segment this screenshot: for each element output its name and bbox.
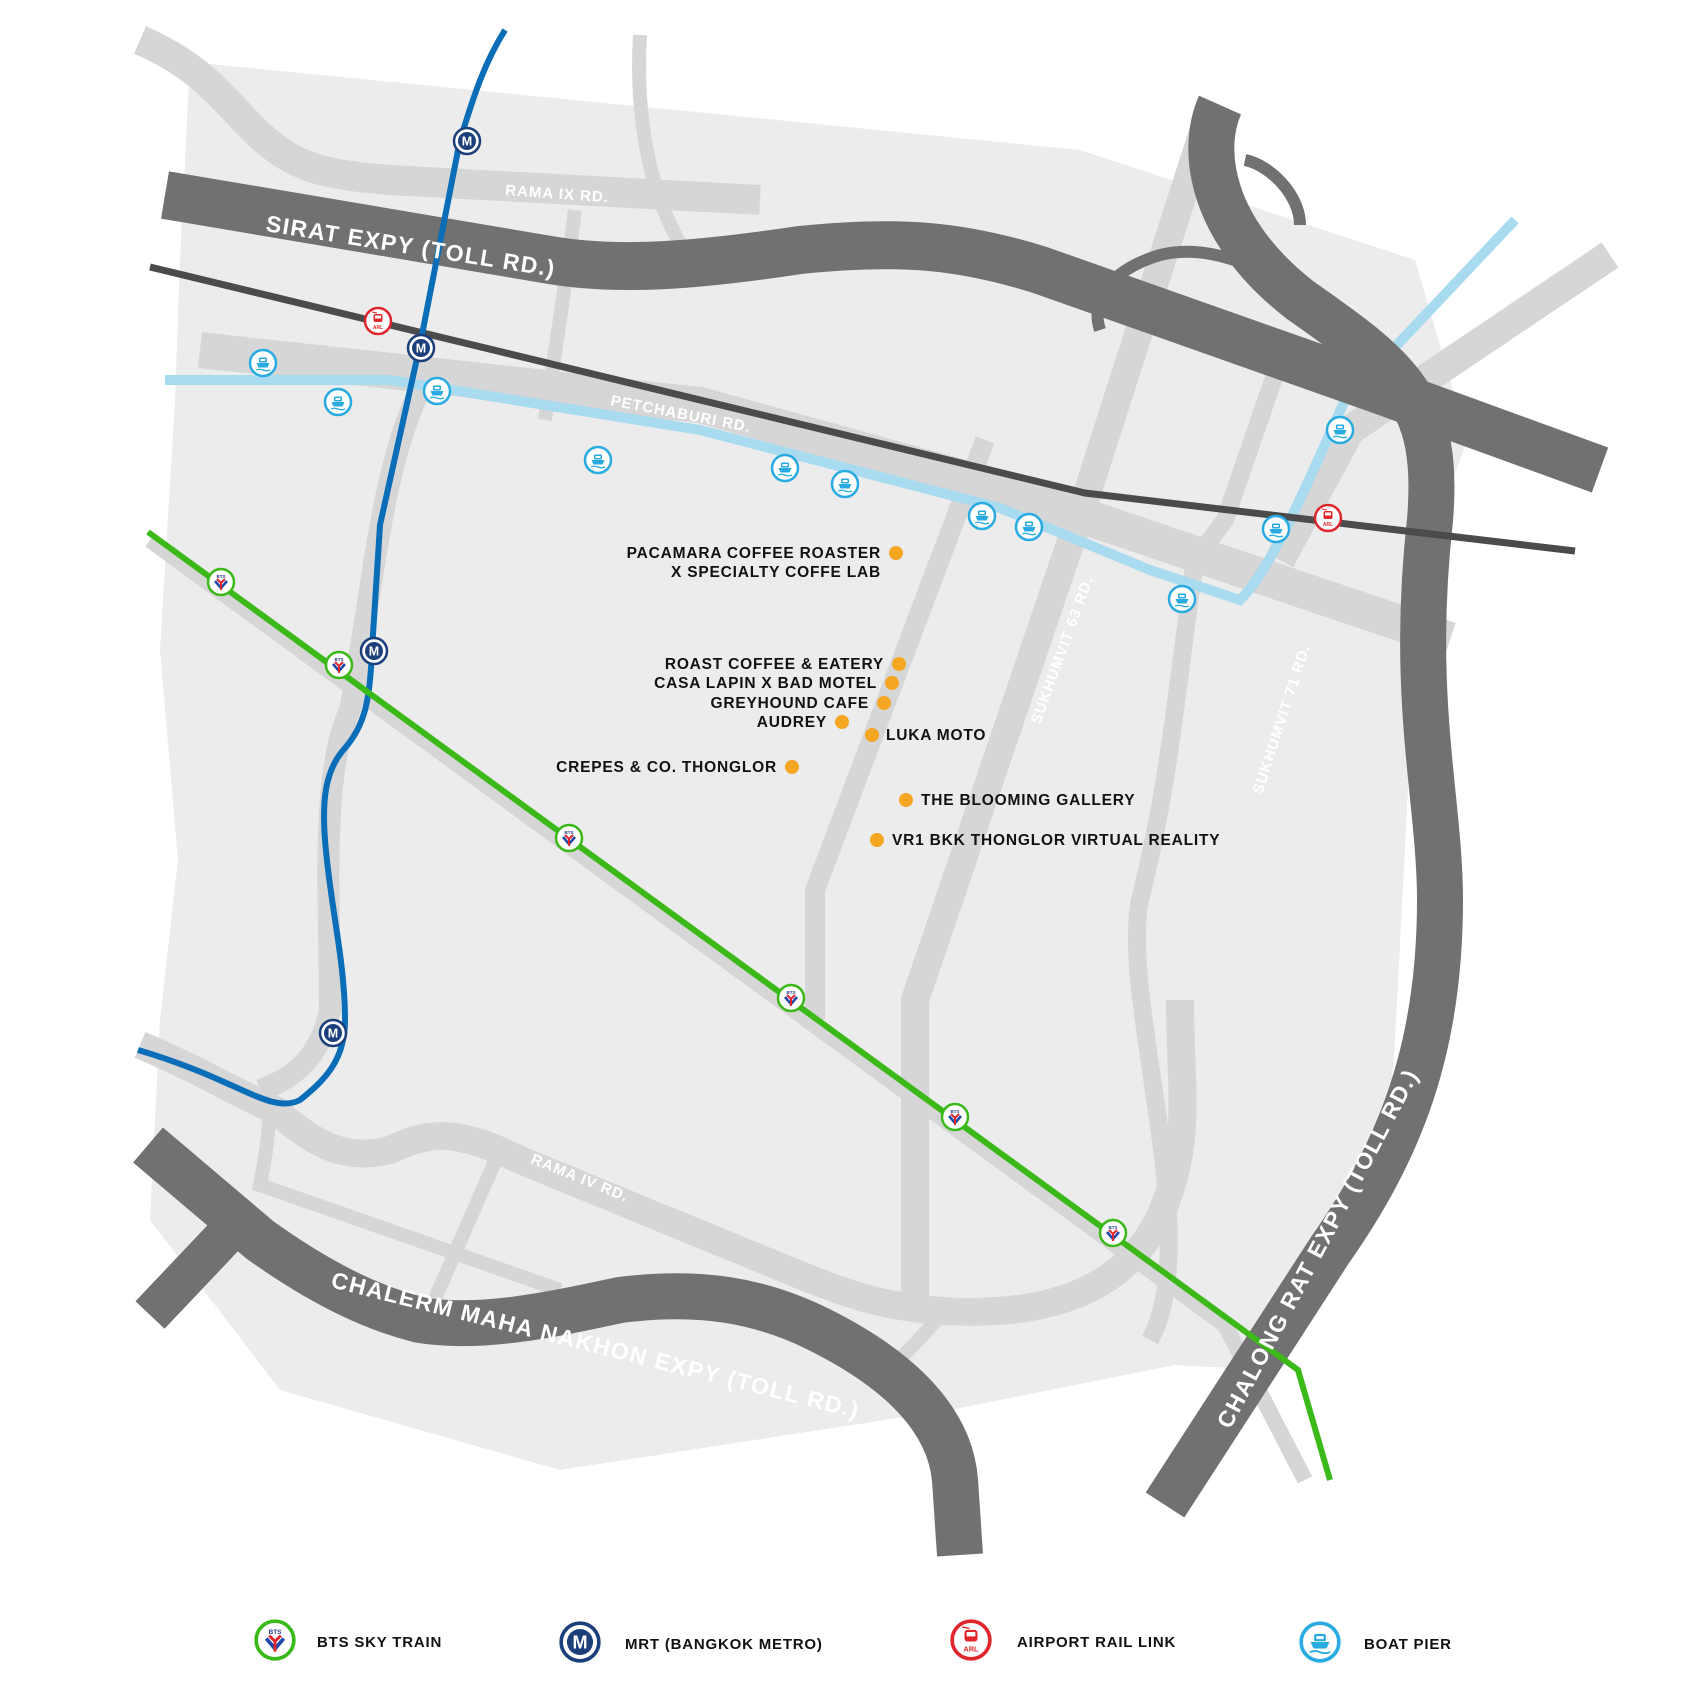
airport-rail-link-icon[interactable] [1313,503,1343,533]
bts-station-icon[interactable] [554,823,584,853]
legend-item-arl: AIRPORT RAIL LINK [950,1619,1176,1661]
place-marker[interactable]: VR1 BKK THONGLOR VIRTUAL REALITY [870,832,1220,849]
place-marker[interactable]: GREYHOUND CAFE [711,695,891,712]
place-marker[interactable]: CASA LAPIN X BAD MOTEL [654,675,899,692]
place-label: AUDREY [757,714,827,731]
boat-pier-icon[interactable] [248,348,278,378]
boat-pier-icon[interactable] [830,469,860,499]
boat-pier-icon[interactable] [1325,415,1355,445]
place-marker[interactable]: CREPES & CO. THONGLOR [556,759,799,776]
legend-item-mrt: MRT (BANGKOK METRO) [559,1621,823,1663]
bts-line [146,529,1333,1481]
mrt-station-icon[interactable] [359,636,389,666]
bts-station-icon[interactable] [324,650,354,680]
place-label: CASA LAPIN X BAD MOTEL [654,675,877,692]
mrt-station-icon [559,1621,601,1663]
bts-station-icon[interactable] [940,1102,970,1132]
place-dot[interactable] [892,657,906,671]
place-label: GREYHOUND CAFE [711,695,869,712]
boat-pier-icon[interactable] [1014,512,1044,542]
legend-label-mrt: MRT (BANGKOK METRO) [625,1636,823,1653]
place-marker[interactable]: THE BLOOMING GALLERY [899,792,1135,809]
district-area [150,62,1468,1470]
airport-rail-link-icon [950,1619,992,1661]
boat-pier-icon[interactable] [583,445,613,475]
legend-label-boat: BOAT PIER [1364,1636,1452,1653]
mrt-station-icon[interactable] [406,333,436,363]
place-label: VR1 BKK THONGLOR VIRTUAL REALITY [892,832,1220,849]
boat-pier-icon[interactable] [770,453,800,483]
place-dot[interactable] [899,793,913,807]
mrt-station-icon[interactable] [318,1018,348,1048]
bts-station-icon[interactable] [776,983,806,1013]
bts-station-icon[interactable] [206,567,236,597]
mrt-line [137,28,508,1107]
map-legend: BTS SKY TRAIN MRT (BANGKOK METRO) AIRPOR… [254,1619,1452,1663]
place-marker[interactable]: LUKA MOTO [865,727,986,744]
bts-station-icon [254,1619,296,1661]
place-marker[interactable]: ROAST COFFEE & EATERY [665,656,906,673]
boat-pier-icon[interactable] [422,376,452,406]
legend-label-arl: AIRPORT RAIL LINK [1017,1634,1176,1651]
expressways [133,95,1609,1557]
boat-pier-icon[interactable] [323,387,353,417]
place-marker[interactable]: AUDREY [757,714,849,731]
legend-item-boat: BOAT PIER [1299,1621,1452,1663]
place-label: PACAMARA COFFEE ROASTER [627,545,881,562]
place-dot[interactable] [885,676,899,690]
place-dot[interactable] [865,728,879,742]
boat-pier-icon[interactable] [967,501,997,531]
place-label: LUKA MOTO [886,727,986,744]
airport-rail-link-icon[interactable] [363,306,393,336]
legend-label-bts: BTS SKY TRAIN [317,1634,442,1651]
place-dot[interactable] [889,546,903,560]
place-label: X SPECIALTY COFFE LAB [671,564,881,581]
place-label: CREPES & CO. THONGLOR [556,759,777,776]
place-dot[interactable] [785,760,799,774]
mrt-station-icon[interactable] [452,126,482,156]
boat-pier-icon[interactable] [1167,584,1197,614]
bts-station-icon[interactable] [1098,1218,1128,1248]
boat-pier-icon[interactable] [1261,514,1291,544]
place-marker[interactable]: PACAMARA COFFEE ROASTER X SPECIALTY COFF… [627,545,903,581]
boat-pier-icon [1299,1621,1341,1663]
airport-rail-link-line [149,263,1576,555]
place-dot[interactable] [835,715,849,729]
place-dot[interactable] [870,833,884,847]
legend-item-bts: BTS SKY TRAIN [254,1619,442,1661]
place-label: THE BLOOMING GALLERY [921,792,1135,809]
places-of-interest: PACAMARA COFFEE ROASTER X SPECIALTY COFF… [556,545,1220,849]
place-dot[interactable] [877,696,891,710]
place-label: ROAST COFFEE & EATERY [665,656,884,673]
